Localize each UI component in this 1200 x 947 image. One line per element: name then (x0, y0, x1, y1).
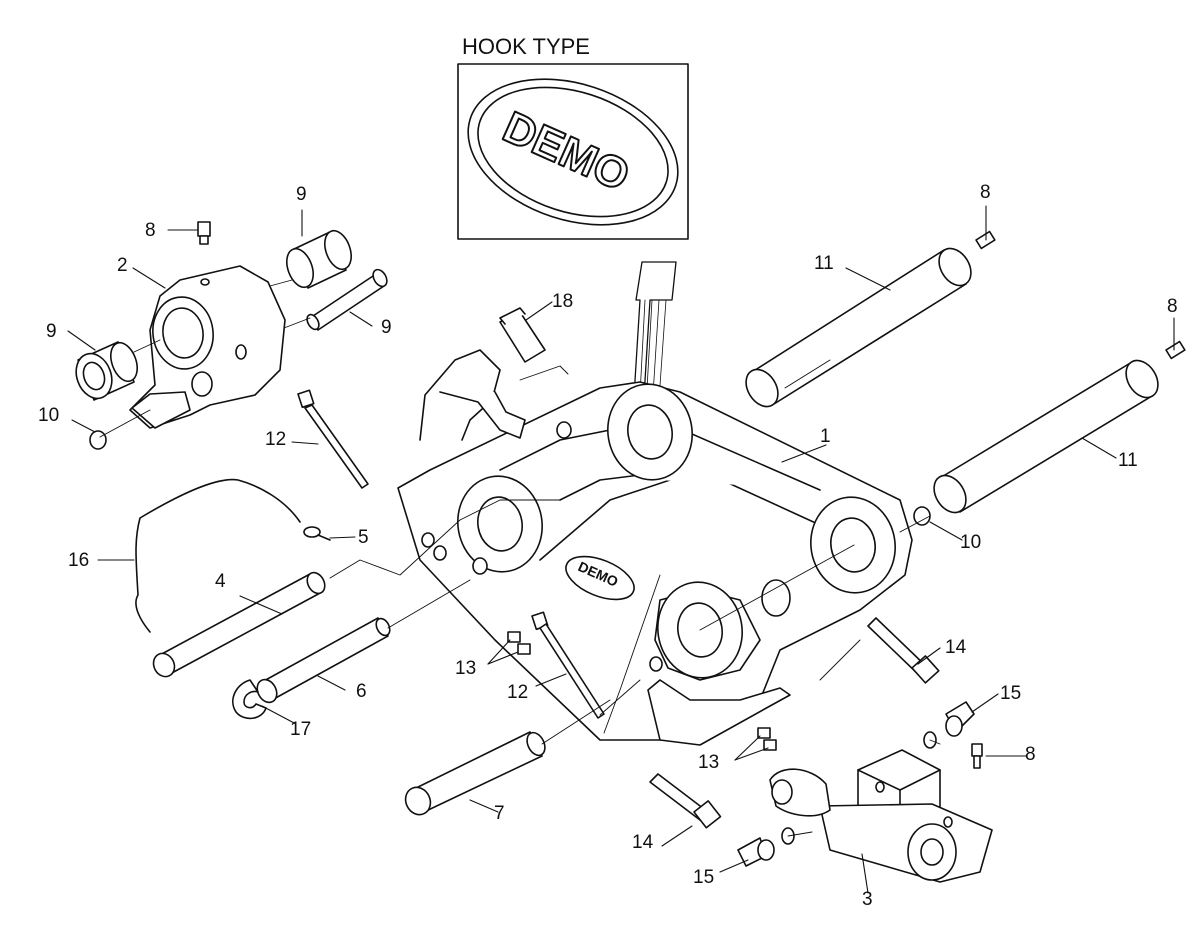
o-ring-lower (781, 827, 795, 845)
callout-9-pin: 9 (381, 317, 392, 338)
callout-9-left: 9 (46, 321, 57, 342)
callout-10-left: 10 (38, 405, 60, 426)
bolt-12-lower (531, 611, 605, 719)
callout-9-top: 9 (296, 184, 307, 205)
fitting-13-left (507, 631, 531, 655)
callout-7: 7 (494, 803, 505, 824)
callout-10-right: 10 (960, 532, 982, 553)
callout-14-lower: 14 (632, 832, 654, 853)
hook-lug (439, 391, 526, 439)
latch-bracket (499, 307, 546, 363)
hose-fitting-14-upper (867, 617, 940, 684)
hydraulic-cylinder-3 (769, 749, 993, 883)
grease-fitting-8-top (197, 221, 211, 245)
fitting-13-right (757, 727, 777, 751)
safety-wire-16 (135, 478, 301, 633)
callout-6: 6 (356, 681, 367, 702)
frame-logo: DEMO (565, 555, 635, 601)
elbow-15-lower (737, 837, 775, 867)
pin-6 (256, 617, 391, 704)
bushing-9-top (286, 229, 352, 289)
callout-2: 2 (117, 255, 128, 276)
callout-13-left: 13 (455, 658, 477, 679)
snap-ring-17 (232, 679, 267, 720)
part-2-casting (129, 265, 286, 429)
callout-8-top: 8 (145, 220, 156, 241)
callout-15-lower: 15 (693, 867, 715, 888)
callout-12-lower: 12 (507, 682, 529, 703)
callout-8-pin-upper: 8 (980, 182, 991, 203)
callout-14-upper: 14 (945, 637, 967, 658)
pin-11-lower (933, 340, 1186, 514)
cotter-pin-5 (303, 526, 331, 541)
bolt-12-upper (297, 389, 369, 489)
frame-bushings (421, 383, 896, 679)
o-ring-upper (923, 731, 937, 749)
elbow-15-upper (945, 701, 975, 737)
callout-3: 3 (862, 889, 873, 910)
bushing-9-left (75, 341, 138, 401)
callout-12-upper: 12 (265, 429, 287, 450)
grease-fitting-8-cylinder (971, 743, 983, 769)
hook-type-inset-frame (457, 63, 689, 240)
leader-lines (67, 205, 1175, 894)
callout-5: 5 (358, 527, 369, 548)
callout-13-right: 13 (698, 752, 720, 773)
callout-16: 16 (68, 550, 90, 571)
callout-11-upper: 11 (814, 253, 834, 274)
circlip-10-left (89, 430, 107, 450)
pin-11-upper (745, 230, 996, 408)
callout-4: 4 (215, 571, 226, 592)
center-lines (99, 279, 941, 837)
callout-1: 1 (820, 426, 831, 447)
callout-8-pin-lower: 8 (1167, 296, 1178, 317)
callout-17: 17 (290, 719, 312, 740)
circlip-10-right (913, 506, 931, 526)
callout-8-cylinder: 8 (1025, 744, 1036, 765)
hose-fitting-14-lower (649, 773, 722, 829)
inset-title: HOOK TYPE (462, 34, 590, 59)
callout-18: 18 (552, 291, 574, 312)
callout-15-upper: 15 (1000, 683, 1022, 704)
callout-11-lower: 11 (1118, 450, 1138, 471)
pin-7 (404, 731, 546, 816)
pin-4 (152, 571, 326, 678)
